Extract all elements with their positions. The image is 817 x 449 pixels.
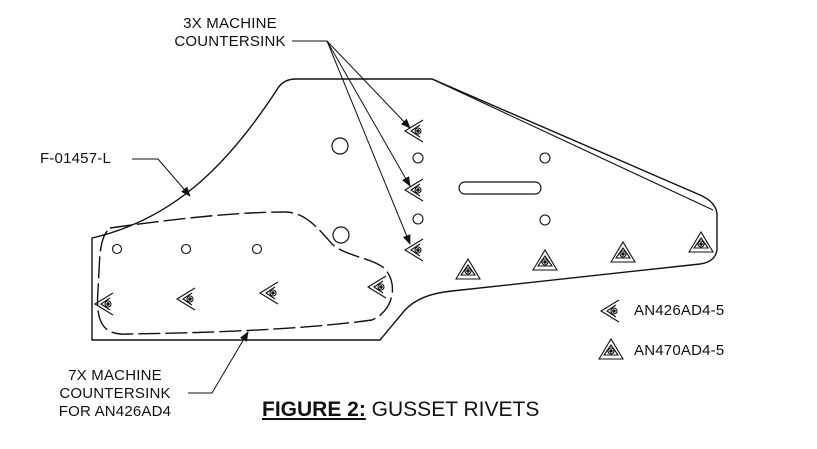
universal-rivet-icon — [688, 230, 714, 253]
large-hole — [331, 137, 349, 155]
countersunk-rivet-icon — [366, 275, 387, 299]
legend-universal-text: AN470AD4-5 — [634, 342, 725, 359]
small-hole — [111, 243, 123, 255]
small-hole — [412, 213, 424, 225]
legend-countersunk-text: AN426AD4-5 — [634, 302, 725, 319]
label-7x-line1: 7X MACHINE — [68, 367, 162, 384]
countersunk-rivet-icon — [175, 287, 196, 311]
figure-title: GUSSET RIVETS — [365, 398, 540, 421]
universal-rivet-icon — [532, 248, 558, 271]
label-7x-line3: FOR AN426AD4 — [58, 403, 172, 420]
part-number-text: F-01457-L — [40, 150, 112, 167]
countersunk-rivets — [93, 119, 424, 316]
countersunk-rivet-icon — [403, 178, 424, 202]
small-hole — [539, 152, 551, 164]
countersunk-rivet-icon — [403, 238, 424, 262]
gusset-outline — [91, 78, 718, 341]
small-hole — [180, 243, 192, 255]
countersunk-rivet-icon — [93, 292, 114, 316]
label-7x-countersink: 7X MACHINE COUNTERSINK FOR AN426AD4 — [40, 367, 190, 421]
small-hole — [251, 243, 263, 255]
label-3x-countersink: 3X MACHINE COUNTERSINK — [160, 15, 300, 51]
label-3x-line2: COUNTERSINK — [174, 33, 286, 50]
universal-rivet-icon — [455, 257, 481, 280]
legend-item-countersunk: AN426AD4-5 — [634, 302, 724, 320]
gusset-flange-line — [431, 78, 714, 211]
legend-symbols — [598, 299, 624, 360]
legend-item-universal: AN470AD4-5 — [634, 342, 724, 360]
leader-3x — [292, 40, 411, 245]
countersunk-rivet-icon — [403, 119, 424, 143]
figure-number: FIGURE 2: — [262, 398, 366, 421]
universal-rivets — [455, 230, 714, 280]
part-number-label: F-01457-L — [40, 150, 111, 168]
legend-universal-rivet-icon — [598, 337, 624, 360]
slot — [458, 181, 542, 195]
countersink-area-outline — [96, 211, 394, 335]
small-hole — [539, 214, 551, 226]
leader-7x — [188, 331, 249, 394]
universal-rivet-icon — [610, 240, 636, 263]
countersunk-rivet-icon — [258, 281, 279, 305]
large-hole — [332, 226, 350, 244]
legend-countersunk-rivet-icon — [599, 299, 620, 323]
figure-caption: FIGURE 2: GUSSET RIVETS — [262, 397, 539, 423]
small-hole — [412, 152, 424, 164]
label-7x-line2: COUNTERSINK — [59, 385, 171, 402]
leader-part-number — [132, 158, 191, 197]
label-3x-line1: 3X MACHINE — [183, 15, 277, 32]
